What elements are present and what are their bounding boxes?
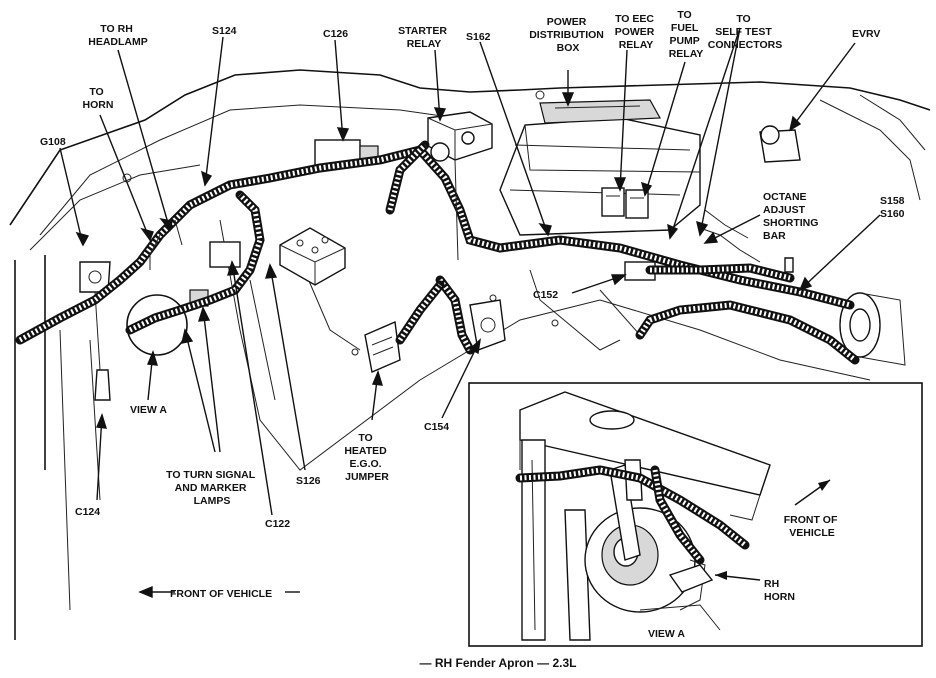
label-inset-front-of-vehicle: FRONT OF VEHICLE	[784, 514, 841, 539]
label-starter-relay: STARTER RELAY	[398, 25, 450, 50]
label-s162: S162	[466, 31, 491, 43]
view-a-circle	[126, 294, 188, 356]
label-evrv: EVRV	[852, 28, 880, 40]
label-s126: S126	[296, 475, 321, 487]
label-power-distribution-box: POWER DISTRIBUTION BOX	[529, 16, 607, 54]
label-c124: C124	[75, 506, 100, 518]
leader-lines	[59, 27, 881, 599]
label-c126: C126	[323, 28, 348, 40]
label-inset-view-a: VIEW A	[648, 628, 685, 640]
label-octane-adjust-shorting-bar: OCTANE ADJUST SHORTING BAR	[763, 191, 821, 242]
callout-labels: TO RH HEADLAMP TO HORN G108 S124 C126 ST…	[40, 9, 907, 640]
label-rh-horn: RH HORN	[764, 578, 795, 603]
label-to-eec-power-relay: TO EEC POWER RELAY	[615, 13, 658, 51]
label-to-turn-signal-marker-lamps: TO TURN SIGNAL AND MARKER LAMPS	[166, 469, 258, 507]
label-to-heated-ego-jumper: TO HEATED E.G.O. JUMPER	[344, 432, 389, 483]
label-s124: S124	[212, 25, 237, 37]
label-front-of-vehicle: FRONT OF VEHICLE	[170, 588, 272, 600]
label-c122: C122	[265, 518, 290, 530]
wiring-harness	[15, 140, 860, 365]
label-to-self-test-connectors: TO SELF TEST CONNECTORS	[708, 13, 782, 51]
label-to-horn: TO HORN	[83, 86, 114, 111]
label-g108: G108	[40, 136, 66, 148]
label-to-rh-headlamp: TO RH HEADLAMP	[88, 23, 148, 48]
figure-caption: — RH Fender Apron — 2.3L	[420, 656, 577, 670]
label-c154: C154	[424, 421, 449, 433]
label-view-a: VIEW A	[130, 404, 167, 416]
label-s158-s160: S158 S160	[880, 195, 907, 220]
label-c152: C152	[533, 289, 558, 301]
label-to-fuel-pump-relay: TO FUEL PUMP RELAY	[669, 9, 704, 60]
inset-view-a	[468, 382, 923, 647]
